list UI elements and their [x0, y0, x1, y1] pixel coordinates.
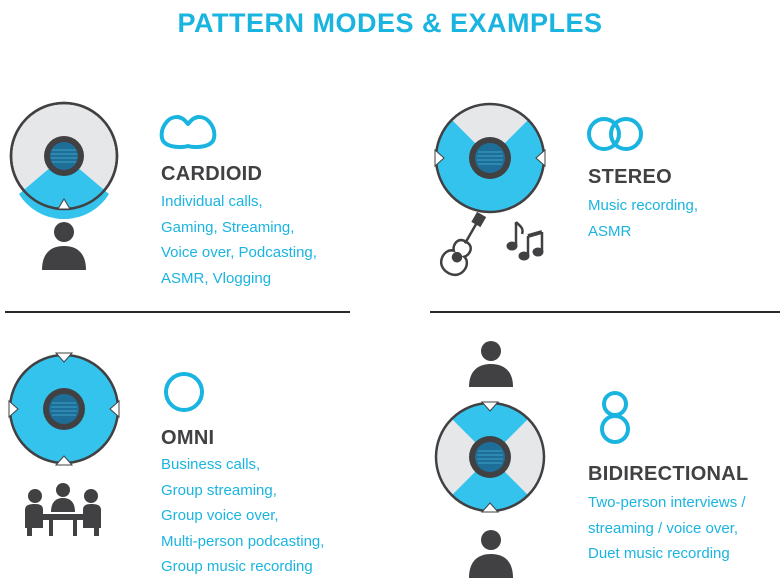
stereo-pattern-icon — [587, 117, 643, 151]
bidirectional-pattern-icon — [600, 391, 630, 444]
omni-pattern-icon — [164, 372, 204, 412]
single-person-icon — [42, 222, 86, 270]
bidirectional-polar-diagram — [434, 401, 546, 513]
use-item: Duet music recording — [588, 545, 730, 562]
use-item: Gaming, Streaming, — [161, 218, 295, 236]
use-item: Individual calls, — [161, 193, 263, 210]
use-item: Group streaming, — [161, 481, 277, 499]
use-item: Music recording, — [588, 197, 699, 214]
cardioid-polar-diagram — [9, 101, 119, 219]
person-top-icon — [469, 341, 513, 387]
omni-polar-diagram — [8, 352, 120, 466]
mode-name-omni: OMNI — [161, 427, 215, 449]
use-item: Group music recording — [161, 558, 313, 575]
group-meeting-icon — [25, 483, 101, 536]
use-item: Multi-person podcasting, — [161, 532, 325, 550]
divider-left — [5, 311, 350, 313]
use-item: Two-person interviews / — [588, 494, 746, 511]
mode-name-bidirectional: BIDIRECTIONAL — [588, 463, 749, 485]
person-bottom-icon — [469, 530, 513, 578]
use-item: streaming / voice over, — [588, 519, 739, 537]
mode-uses-bidirectional: Two-person interviews / streaming / voic… — [588, 490, 746, 567]
mode-name-cardioid: CARDIOID — [161, 163, 263, 185]
mode-uses-omni: Business calls, Group streaming, Group v… — [161, 452, 324, 580]
use-item: Business calls, — [161, 456, 261, 473]
mode-uses-stereo: Music recording, ASMR — [588, 193, 698, 244]
use-item: Group voice over, — [161, 507, 279, 524]
cardioid-pattern-icon — [159, 115, 217, 149]
use-item: ASMR — [588, 222, 632, 240]
guitar-and-music-notes-icon — [439, 211, 544, 276]
divider-right — [430, 311, 780, 313]
use-item: ASMR, Vlogging — [161, 269, 272, 287]
use-item: Voice over, Podcasting, — [161, 244, 317, 261]
mode-uses-cardioid: Individual calls, Gaming, Streaming, Voi… — [161, 189, 317, 291]
stereo-polar-diagram — [434, 102, 546, 214]
page-title: PATTERN MODES & EXAMPLES — [177, 8, 603, 38]
mode-name-stereo: STEREO — [588, 166, 673, 188]
